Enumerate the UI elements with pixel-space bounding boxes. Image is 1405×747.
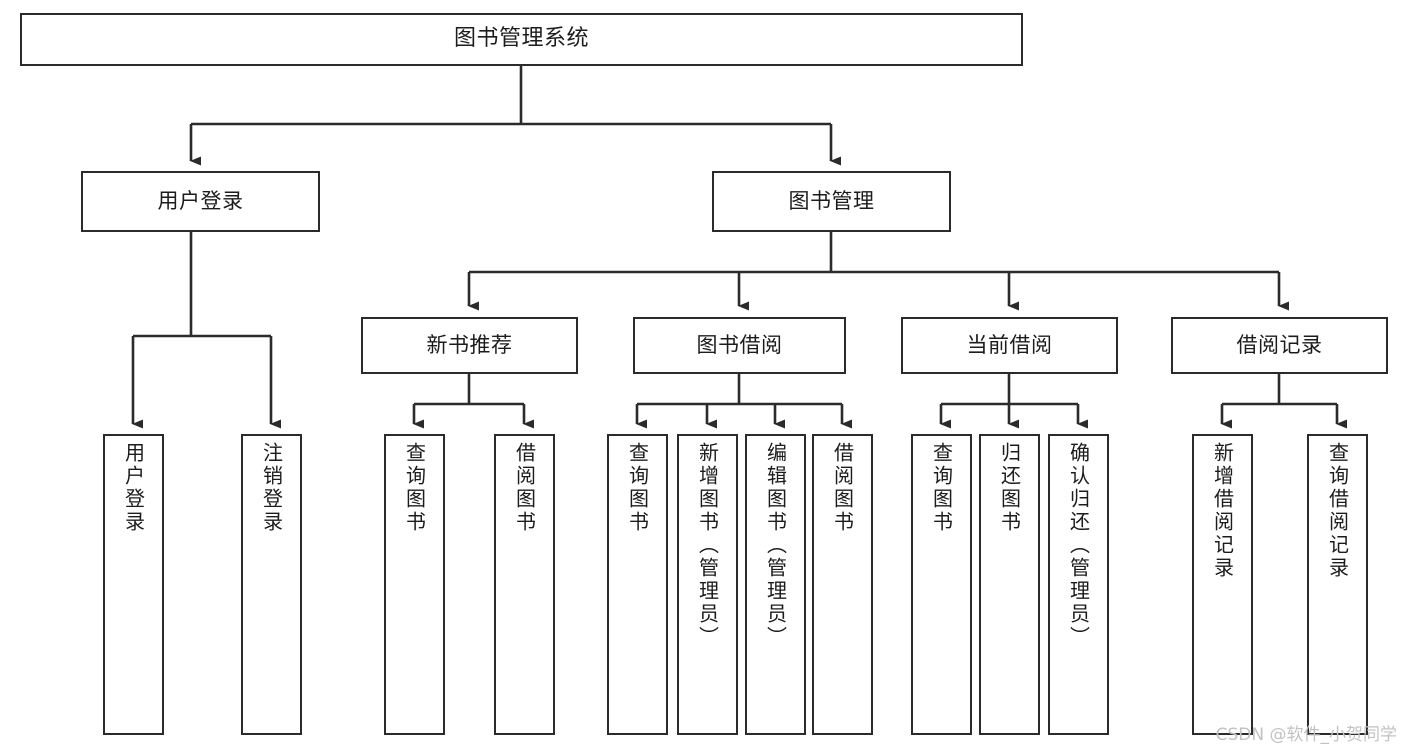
leaf-current-query-book[interactable]: 查询图书 xyxy=(911,434,972,735)
leaf-new-book-borrow[interactable]: 借阅图书 xyxy=(494,434,555,735)
leaf-current-confirm-return-admin[interactable]: 确认归还（管理员） xyxy=(1048,434,1109,735)
node-root-system[interactable]: 图书管理系统 xyxy=(20,13,1023,66)
node-label: 注销登录 xyxy=(259,442,284,534)
node-label: 借阅图书 xyxy=(830,442,855,534)
leaf-borrow-query-book[interactable]: 查询图书 xyxy=(607,434,668,735)
node-label: 图书借阅 xyxy=(696,332,783,357)
node-label: 查询借阅记录 xyxy=(1325,442,1350,580)
node-book-management[interactable]: 图书管理 xyxy=(712,171,951,232)
node-label: 查询图书 xyxy=(929,442,954,534)
leaf-user-logout[interactable]: 注销登录 xyxy=(241,434,302,735)
leaf-borrow-add-book-admin[interactable]: 新增图书（管理员） xyxy=(677,434,738,735)
node-user-login[interactable]: 用户登录 xyxy=(81,171,320,232)
node-label: 编辑图书（管理员） xyxy=(763,442,788,649)
node-label: 确认归还（管理员） xyxy=(1066,442,1091,649)
watermark: CSDN @软件_小贺同学 xyxy=(1215,725,1397,745)
node-label: 查询图书 xyxy=(625,442,650,534)
leaf-new-book-query[interactable]: 查询图书 xyxy=(384,434,445,735)
node-label: 借阅记录 xyxy=(1236,332,1323,357)
leaf-records-add-record[interactable]: 新增借阅记录 xyxy=(1192,434,1253,735)
node-label: 查询图书 xyxy=(402,442,427,534)
leaf-user-login[interactable]: 用户登录 xyxy=(103,434,164,735)
node-label: 图书管理系统 xyxy=(453,26,589,52)
node-label: 用户登录 xyxy=(121,442,146,534)
node-borrow-records[interactable]: 借阅记录 xyxy=(1171,317,1388,374)
node-label: 用户登录 xyxy=(157,188,244,213)
node-new-book-recommend[interactable]: 新书推荐 xyxy=(361,317,578,374)
node-label: 新书推荐 xyxy=(426,332,513,357)
leaf-borrow-edit-book-admin[interactable]: 编辑图书（管理员） xyxy=(745,434,806,735)
leaf-current-return-book[interactable]: 归还图书 xyxy=(979,434,1040,735)
node-label: 当前借阅 xyxy=(966,332,1053,357)
node-label: 新增借阅记录 xyxy=(1210,442,1235,580)
node-book-borrow[interactable]: 图书借阅 xyxy=(633,317,846,374)
node-label: 借阅图书 xyxy=(512,442,537,534)
leaf-records-query-record[interactable]: 查询借阅记录 xyxy=(1307,434,1368,735)
leaf-borrow-borrow-book[interactable]: 借阅图书 xyxy=(812,434,873,735)
node-label: 图书管理 xyxy=(788,188,875,213)
node-label: 归还图书 xyxy=(997,442,1022,534)
node-label: 新增图书（管理员） xyxy=(695,442,720,649)
node-current-borrow[interactable]: 当前借阅 xyxy=(901,317,1118,374)
